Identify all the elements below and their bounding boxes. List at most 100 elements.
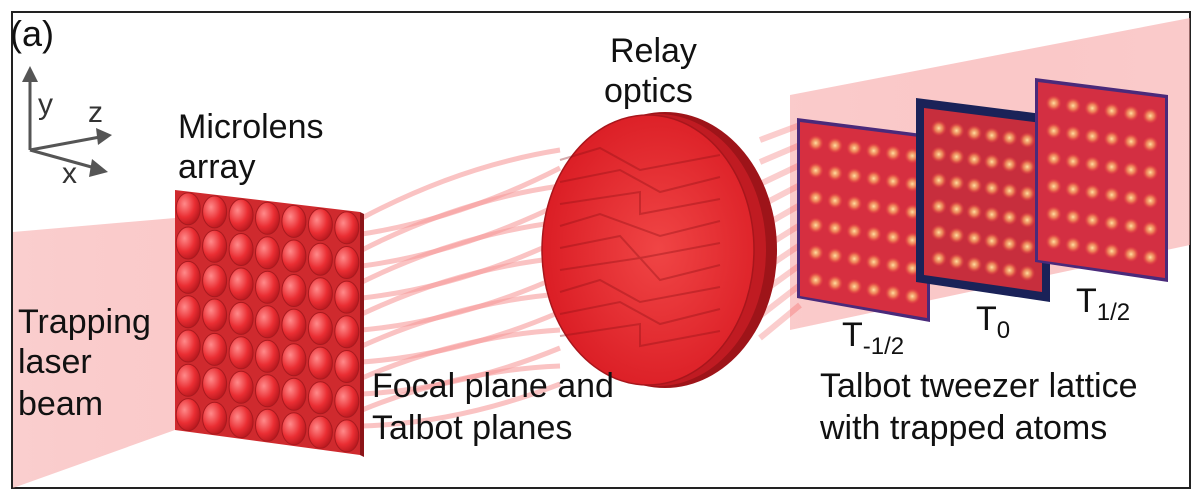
microlens-cell — [202, 229, 228, 263]
microlens-cell — [175, 192, 201, 226]
beamlet — [361, 381, 561, 429]
trapped-atom-spot — [1019, 185, 1036, 202]
trapped-atom-spot — [807, 272, 824, 288]
talbot-label-line1: Talbot tweezer lattice — [820, 367, 1138, 405]
trapped-atom-spot — [1065, 125, 1081, 142]
microlens-cell — [334, 384, 360, 418]
trapped-atom-spot — [983, 127, 1000, 144]
beamlet — [758, 142, 802, 165]
microlens-cell — [202, 367, 228, 401]
trapped-atom-spot — [1065, 209, 1081, 225]
trapped-atom-spot — [1084, 156, 1101, 173]
microlens-cell — [202, 298, 228, 332]
lens-refraction-pattern — [559, 146, 721, 348]
microlens-cells — [175, 192, 360, 453]
microlens-cell — [307, 312, 333, 345]
microlens-cell — [281, 343, 307, 377]
microlens-cell — [281, 239, 307, 273]
microlens-cell — [175, 295, 201, 329]
beamlet — [361, 237, 562, 301]
microlens-cell — [228, 198, 254, 232]
trapped-atom-spot — [1001, 129, 1018, 146]
trapped-atom-spot — [1142, 221, 1159, 237]
microlens-array — [175, 190, 364, 457]
trapped-atom-spot — [1103, 158, 1120, 175]
microlens-cell — [228, 405, 254, 439]
trapped-atom-spot — [948, 122, 965, 139]
microlens-cell — [228, 336, 254, 370]
trapped-atom-spot — [983, 206, 1000, 223]
plane-label-t-minus-half: T-1/2 — [842, 316, 904, 359]
trapped-atom-spot — [930, 120, 947, 137]
trapped-atom-spot — [1019, 158, 1036, 175]
trapped-atom-spot — [1001, 209, 1018, 226]
focal-label-line1: Focal plane and — [372, 367, 614, 405]
trapped-atom-spot — [885, 229, 901, 246]
beamlet — [360, 183, 561, 253]
trapping-label-line1: Trapping — [18, 303, 151, 341]
trapped-atom-spot — [983, 232, 1000, 249]
trapped-atom-spot — [1142, 136, 1159, 153]
plane-label-t-zero: T0 — [976, 300, 1010, 343]
trapped-atom-spot — [846, 223, 863, 240]
trapped-atom-spot — [827, 192, 843, 209]
trapped-atom-spot — [885, 201, 901, 218]
trapped-atom-spot — [983, 259, 1000, 276]
trapped-atom-spot — [1001, 182, 1018, 199]
axis-label-z: z — [88, 96, 103, 129]
beamlet — [361, 309, 561, 365]
trapped-atom-spot — [1019, 212, 1036, 228]
trapped-atom-spot — [930, 172, 947, 189]
microlens-cell — [175, 398, 201, 432]
trapped-atom-spot — [983, 153, 1000, 170]
beamlet — [758, 282, 802, 319]
trapped-atom-spot — [885, 257, 901, 274]
trapped-atom-spot — [827, 220, 843, 237]
microlens-cell — [255, 408, 280, 442]
trapped-atom-spot — [1084, 128, 1101, 145]
lens-streak — [559, 300, 721, 326]
beamlet — [361, 201, 562, 269]
trapped-atom-spot — [1065, 181, 1081, 198]
lens-streak — [559, 212, 721, 238]
microlens-cell — [307, 415, 333, 449]
trapped-atom-spot — [885, 145, 901, 162]
plane-label-t-half-sub: 1/2 — [1096, 299, 1131, 326]
trapped-atom-spot — [1001, 156, 1018, 173]
beamlet — [361, 165, 562, 237]
microlens-cell — [255, 236, 280, 270]
trapped-atom-spot — [865, 170, 882, 187]
trapped-atom-spot — [1103, 186, 1120, 203]
trapped-atom-spot — [1019, 265, 1036, 282]
plane-label-t-minus-half-sub: -1/2 — [862, 333, 905, 360]
trapping-label-line2: laser — [18, 343, 92, 381]
trapped-atom-spot — [1084, 239, 1101, 256]
microlens-cell — [202, 264, 228, 298]
trapped-atom-spot — [966, 125, 983, 141]
trapped-atom-spot — [1019, 132, 1036, 149]
beamlet — [361, 363, 561, 413]
trapped-atom-spot — [827, 165, 843, 182]
coordinate-axes — [22, 66, 112, 177]
trapped-atom-spot — [1103, 243, 1120, 260]
trapped-atom-spot — [846, 140, 863, 157]
trapped-atom-spot — [1142, 107, 1159, 124]
microlens-cell — [334, 280, 360, 314]
lens-streak — [559, 234, 721, 260]
microlens-cell — [334, 315, 360, 349]
trapped-atom-spot — [1019, 238, 1036, 255]
microlens-cell — [175, 226, 201, 260]
trapped-atom-spot — [885, 285, 901, 301]
microlens-cell — [175, 363, 201, 397]
axis-label-x: x — [62, 157, 77, 190]
trapped-atom-spot — [807, 135, 824, 151]
trapped-atom-spot — [865, 198, 882, 215]
trapped-atom-spot — [865, 281, 882, 298]
microlens-cell — [307, 381, 333, 415]
trapped-atom-spot — [966, 151, 983, 168]
plane-label-t-zero-sub: 0 — [996, 317, 1011, 344]
microlens-label-line1: Microlens — [178, 108, 324, 146]
trapped-atom-spot — [1045, 206, 1062, 222]
microlens-cell — [281, 308, 307, 342]
trapped-atom-spot — [827, 275, 843, 292]
